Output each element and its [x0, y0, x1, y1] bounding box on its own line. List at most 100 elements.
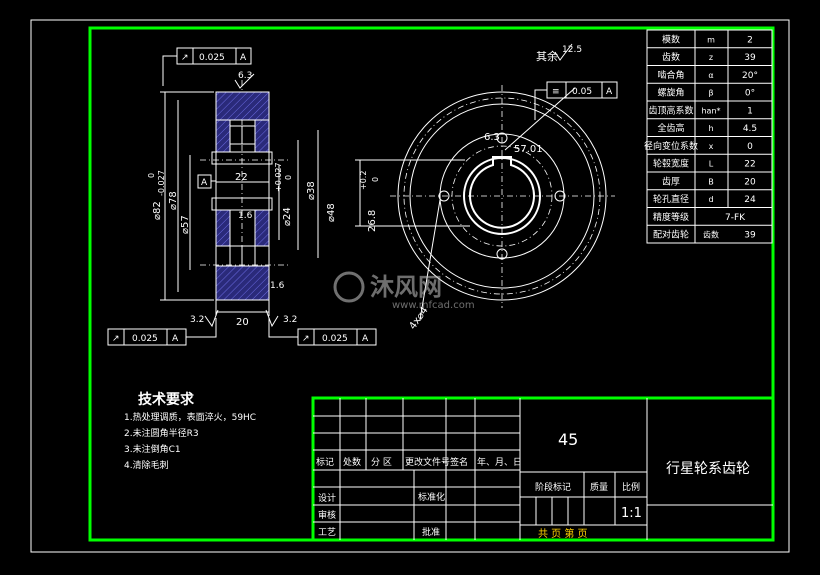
param-name-3: 螺旋角: [657, 87, 684, 99]
watermark-url: www.mfcad.com: [392, 300, 475, 311]
tb-mass-label: 质量: [590, 481, 608, 493]
roughness-rest-mark: [554, 43, 573, 61]
rough-63: 6.3: [238, 71, 252, 81]
dim-20-label: 20: [236, 317, 249, 328]
tech-req-item-4: 4.清除毛刺: [124, 459, 169, 471]
param-value-5: 4.5: [743, 124, 757, 134]
keyway-bore: [469, 156, 535, 229]
hub-circle: [463, 157, 541, 235]
param-name-4: 齿顶高系数: [648, 104, 693, 116]
svg-text:↗: ↗: [112, 334, 120, 344]
tech-req-title: 技术要求: [138, 391, 195, 408]
svg-text:A: A: [362, 334, 369, 344]
tb-part-name: 行星轮系齿轮: [666, 461, 750, 477]
svg-text:0.025: 0.025: [199, 53, 225, 63]
outer-border: [30, 19, 790, 553]
param-name-0: 模数: [662, 33, 680, 45]
param-name-6: 径向变位系数: [644, 140, 698, 152]
watermark: 沐风网 www.mfcad.com: [333, 271, 475, 311]
svg-text:0.025: 0.025: [322, 334, 348, 344]
datum-a: A: [197, 174, 216, 189]
dim-22-label: 22: [235, 172, 248, 183]
param-symbol-4: han*: [701, 106, 720, 115]
param-name-2: 啮合角: [657, 69, 684, 81]
dim-82-tol-dn: -0.027: [157, 170, 166, 196]
title-block: 标记 处数 分 区 更改文件号 签名 年、月、日 设计 标准化 审核 工艺 批准…: [311, 396, 775, 542]
section-dimensions: [160, 91, 319, 316]
roughness-mark-top: [234, 73, 255, 89]
rough-16-a: 1.6: [238, 211, 253, 221]
param-symbol-7: L: [709, 160, 714, 169]
dim-48-label: ⌀48: [326, 203, 337, 222]
svg-text:≡: ≡: [552, 87, 560, 97]
param-value-3: 0°: [745, 89, 755, 99]
tol-frame-top: ↗ 0.025 A: [162, 47, 252, 86]
param-value-7: 22: [744, 160, 755, 170]
param-value-6: 0: [747, 142, 753, 152]
dim-24-tol2: 0: [284, 175, 293, 180]
svg-text:A: A: [201, 178, 208, 188]
tb-header-zone: 分 区: [371, 457, 392, 468]
tol-frame-symmetry: ≡ 0.05 A: [534, 81, 618, 120]
dim-78-label: ⌀78: [168, 191, 179, 210]
tb-header-count: 处数: [343, 456, 361, 468]
param-value-8: 20: [744, 177, 756, 187]
roughness-mark-right: [265, 309, 279, 328]
tb-design: 设计: [318, 492, 336, 504]
param-symbol-8: B: [708, 177, 714, 186]
param-value-4: 1: [747, 106, 753, 116]
tb-header-date: 年、月、日: [477, 456, 522, 468]
param-value-9: 24: [744, 195, 756, 205]
technical-requirements: 技术要求 1.热处理调质，表面淬火，59HC 2.未注圆角半径R3 3.未注倒角…: [124, 391, 256, 471]
tb-stage-label: 阶段标记: [535, 481, 571, 493]
rough-32-a: 3.2: [190, 315, 204, 325]
tol-frame-right: ↗ 0.025 A: [268, 318, 377, 346]
param-symbol-1: z: [709, 53, 713, 62]
param-symbol-9: d: [708, 195, 713, 204]
svg-text:A: A: [606, 87, 613, 97]
param-name-7: 轮毂宽度: [653, 158, 689, 170]
tb-approve: 批准: [422, 526, 440, 538]
tb-review: 审核: [318, 509, 336, 521]
param-value-2: 20°: [742, 71, 758, 81]
tb-scale: 1:1: [621, 506, 642, 521]
param-value-0: 2: [747, 35, 753, 45]
section-view: [200, 80, 290, 301]
param-symbol-0: m: [707, 35, 715, 44]
tb-scale-label: 比例: [622, 481, 640, 493]
svg-text:0.025: 0.025: [132, 334, 158, 344]
dim-57-01: 57.01: [514, 144, 543, 155]
rough-32-b: 3.2: [283, 315, 297, 325]
dim-26-8-tol2: 0: [371, 177, 380, 182]
tb-sheets: 共 页 第 页: [538, 527, 588, 540]
dim-24-label: ⌀24: [282, 207, 293, 226]
param-value-11: 39: [744, 231, 756, 241]
dim-24-tol: +0.027: [274, 162, 283, 192]
roughness-mark-left: [204, 309, 219, 328]
tb-header-doc: 更改文件号: [405, 456, 450, 468]
tb-header-sign: 签名: [450, 456, 468, 468]
svg-text:A: A: [240, 53, 247, 63]
dim-26-8-tol: +0.2: [359, 171, 368, 190]
param-name-10: 精度等级: [653, 211, 689, 223]
tb-header-mark: 标记: [316, 456, 334, 468]
svg-text:0.05: 0.05: [572, 87, 592, 97]
tech-req-item-1: 1.热处理调质，表面淬火，59HC: [124, 411, 256, 423]
dim-82-tol-up: 0: [147, 173, 156, 178]
tb-material: 45: [558, 430, 578, 449]
tech-req-item-3: 3.未注倒角C1: [124, 443, 181, 455]
param-value-10: 7-FK: [725, 213, 746, 223]
param-symbol-5: h: [708, 124, 713, 133]
watermark-logo-icon: [333, 271, 365, 303]
tb-process: 工艺: [318, 527, 336, 538]
rough-rest-label: 其余: [536, 49, 558, 63]
param-symbol-3: β: [708, 89, 713, 98]
dim-26-8: 26.8: [367, 210, 378, 232]
tol-frame-left: ↗ 0.025 A: [107, 318, 217, 346]
param-name-9: 轮孔直径: [653, 193, 689, 205]
param-value-1: 39: [744, 53, 756, 63]
section-tooth-bottom: [215, 265, 270, 301]
param-name-11: 配对齿轮: [653, 229, 689, 241]
